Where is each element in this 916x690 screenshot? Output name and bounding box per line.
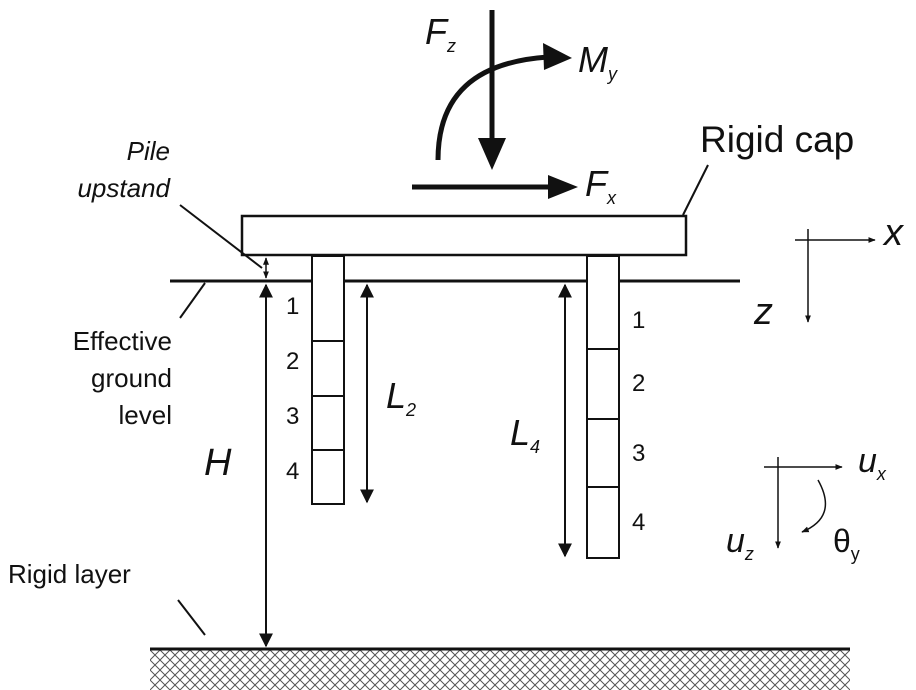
rigid-layer-hatch [150,650,850,690]
rigid-cap-label: Rigid cap [700,119,854,160]
moment-y-arrow [435,54,549,161]
moment-y-label: My [578,39,618,84]
moment-y-arrowhead [543,43,572,70]
effective-ground-label: level [119,400,172,430]
pile-right-segment-label: 1 [632,307,645,334]
pile-right-segment-label: 2 [632,370,645,397]
pile-left-segment-label: 2 [286,348,299,375]
pile-right-segment-label: 3 [632,440,645,467]
pile-left: 1 2 3 4 [286,255,345,505]
rotation-label: θy [833,523,860,564]
pile-left-segment-label: 4 [286,458,299,485]
pile-upstand-leader [179,204,263,269]
pile-left-segment-label: 1 [286,293,299,320]
effective-ground-leader [179,282,206,319]
force-x-label: Fx [585,163,617,208]
rigid-cap [240,214,688,257]
pile-right: 1 2 3 4 [586,255,645,559]
rigid-layer-leader [177,599,206,636]
pile-right-shaft [586,255,620,559]
force-z-label: Fz [425,11,456,56]
height-label: H [204,442,232,484]
axis-z-label: z [753,291,773,333]
pile-upstand-label: Pile [127,136,170,166]
rigid-layer-label: Rigid layer [8,559,131,589]
force-z-arrowhead [478,138,506,170]
disp-z-label: uz [726,522,754,564]
axis-x-label: x [882,212,905,254]
length-2-label: L2 [386,375,416,420]
coordinate-axes [795,229,876,323]
length-4-label: L4 [510,412,540,457]
pile-upstand-label: upstand [77,173,171,203]
disp-x-label: ux [858,442,887,484]
pile-left-shaft [311,255,345,505]
rotation-arrow [801,479,827,533]
displacement-convention [764,457,843,549]
force-x-arrowhead [548,175,578,199]
rigid-cap-leader [682,164,709,216]
pile-right-segment-label: 4 [632,509,645,536]
pile-left-segment-label: 3 [286,403,299,430]
effective-ground-label: Effective [73,326,172,356]
load-group [412,10,578,199]
effective-ground-label: ground [91,363,172,393]
